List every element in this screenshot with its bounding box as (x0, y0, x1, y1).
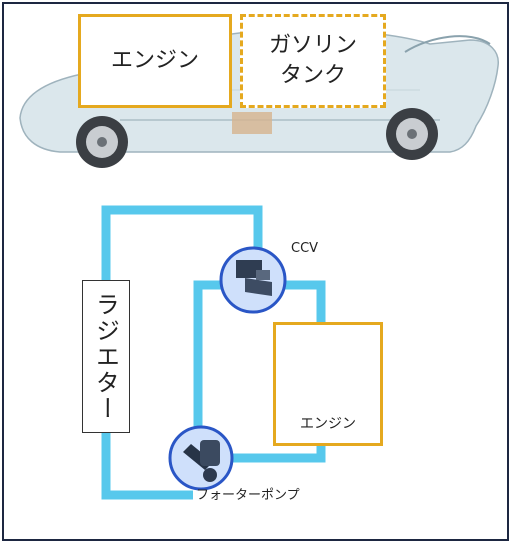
ccv-valve (219, 246, 287, 314)
engine-label: エンジン (300, 416, 356, 432)
diagram-frame (2, 2, 509, 541)
water-pump-label: フォーターポンプ (196, 488, 300, 503)
engine-box: エンジン (273, 322, 383, 446)
fuel-tank-box: ガソリン タンク (240, 14, 386, 108)
water-pump (168, 425, 234, 491)
engine-box-top: エンジン (78, 14, 232, 108)
radiator-label: ラジエター (91, 291, 120, 422)
car-wheel-rear (386, 108, 438, 160)
ccv-label: CCV (291, 241, 319, 256)
engine-box-top-label: エンジン (110, 48, 199, 73)
fuel-tank-label: ガソリン タンク (268, 33, 357, 88)
car-wheel-front (76, 116, 128, 168)
radiator-box: ラジエター (82, 280, 130, 433)
